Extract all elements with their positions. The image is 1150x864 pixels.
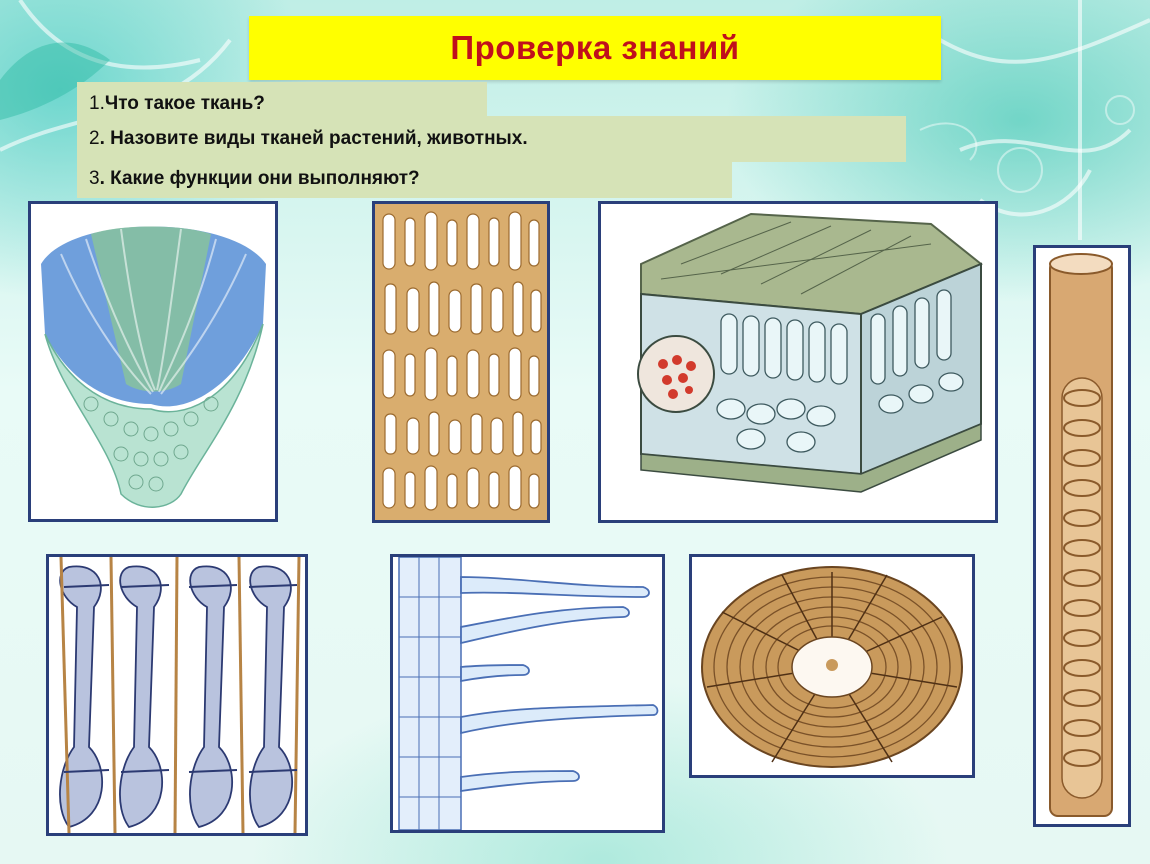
bone-tissue-illustration — [689, 554, 975, 778]
root-tip-tissue-illustration — [28, 201, 278, 522]
slide-title: Проверка знаний — [450, 29, 740, 66]
question-2-text: . Назовите виды тканей растений, животны… — [99, 128, 528, 149]
title-banner: Проверка знаний — [249, 16, 941, 80]
spiral-vessel-illustration — [1033, 245, 1131, 827]
root-tip-icon — [41, 226, 266, 508]
sieve-tubes-illustration — [46, 554, 308, 836]
leaf-section-icon — [637, 212, 983, 493]
bone-tissue-icon — [701, 566, 963, 768]
leaf-cross-section-illustration — [598, 201, 998, 523]
root-hairs-icon — [398, 557, 659, 830]
spiral-vessel-icon — [1049, 253, 1113, 817]
question-2-number: 2 — [89, 128, 100, 149]
question-3-text: . Какие функции они выполняют? — [99, 168, 420, 189]
question-1-number: 1. — [89, 93, 105, 114]
question-3: 3 . Какие функции они выполняют? — [77, 160, 732, 198]
question-3-number: 3 — [89, 168, 100, 189]
question-1-text: Что такое ткань? — [104, 93, 265, 114]
sieve-tubes-icon — [59, 557, 301, 833]
root-hairs-illustration — [390, 554, 665, 833]
wood-tissue-icon — [375, 204, 547, 520]
wood-tissue-illustration — [372, 201, 550, 523]
question-2: 2 . Назовите виды тканей растений, живот… — [77, 116, 906, 162]
